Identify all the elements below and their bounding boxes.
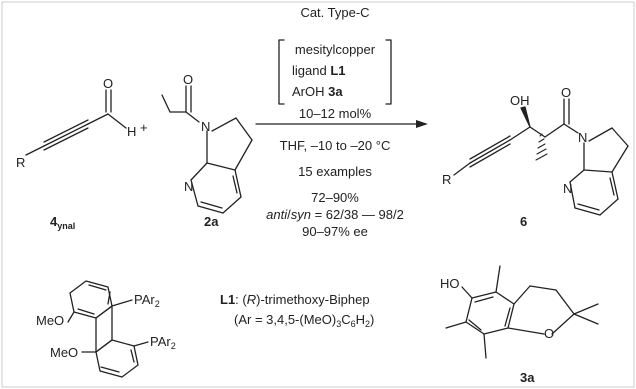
atom-oh-product: OH [510,93,530,108]
atom-n-pyridine-amide: N [184,179,194,194]
compound-2a: 2a [204,214,219,229]
ee-range: 90–97% ee [302,224,368,239]
atom-o-ynal: O [103,76,114,91]
atom-n-product: N [578,130,588,145]
atom-o-product: O [561,85,572,100]
ynal-structure [25,89,127,156]
atom-r-product: R [442,172,452,187]
ligand-structure [67,280,149,378]
solvent-temperature: THF, –10 to –20 °C [279,138,391,153]
bracket-left [278,39,285,105]
atom-pAr2-bottom: PAr2 [150,334,176,351]
ligand-ar-definition: (Ar = 3,4,5-(MeO)3C6H2) [234,312,375,329]
atom-meo-top: MeO [36,313,65,328]
reagent-aroh: ArOH 3a [292,84,343,99]
catalyst-loading: 10–12 mol% [298,106,372,121]
atom-meo-bottom: MeO [50,345,79,360]
plus-sign: + [140,120,148,135]
product-structure [453,98,629,216]
bracket-right [385,39,392,105]
yield-range: 72–90% [311,190,359,205]
catalyst-type: Cat. Type-C [300,5,370,20]
atom-h-ynal: H [127,124,137,139]
examples-count: 15 examples [298,164,372,179]
compound-4-ynal: 4ynal [50,214,76,231]
arrow-head [416,120,428,128]
phenol-structure [445,265,599,359]
reagent-mesitylcopper: mesitylcopper [294,42,376,57]
atom-n-pyridine-product: N [563,181,573,196]
atom-o-chroman: O [544,326,555,341]
anti-syn-ratio: anti/syn = 62/38 — 98/2 [266,207,404,222]
atom-n-amide: N [201,119,211,134]
atom-r-ynal: R [16,155,26,170]
reagent-ligand: ligand L1 [292,63,346,78]
atom-o-amide: O [183,72,194,87]
atom-pAr2-top: PAr2 [134,292,160,309]
compound-3a: 3a [520,370,535,385]
ligand-name: L1: (R)-trimethoxy-Biphep [220,292,370,307]
atom-ho-phenol: HO [440,276,460,291]
amide-structure [161,85,253,214]
compound-6: 6 [520,214,528,229]
